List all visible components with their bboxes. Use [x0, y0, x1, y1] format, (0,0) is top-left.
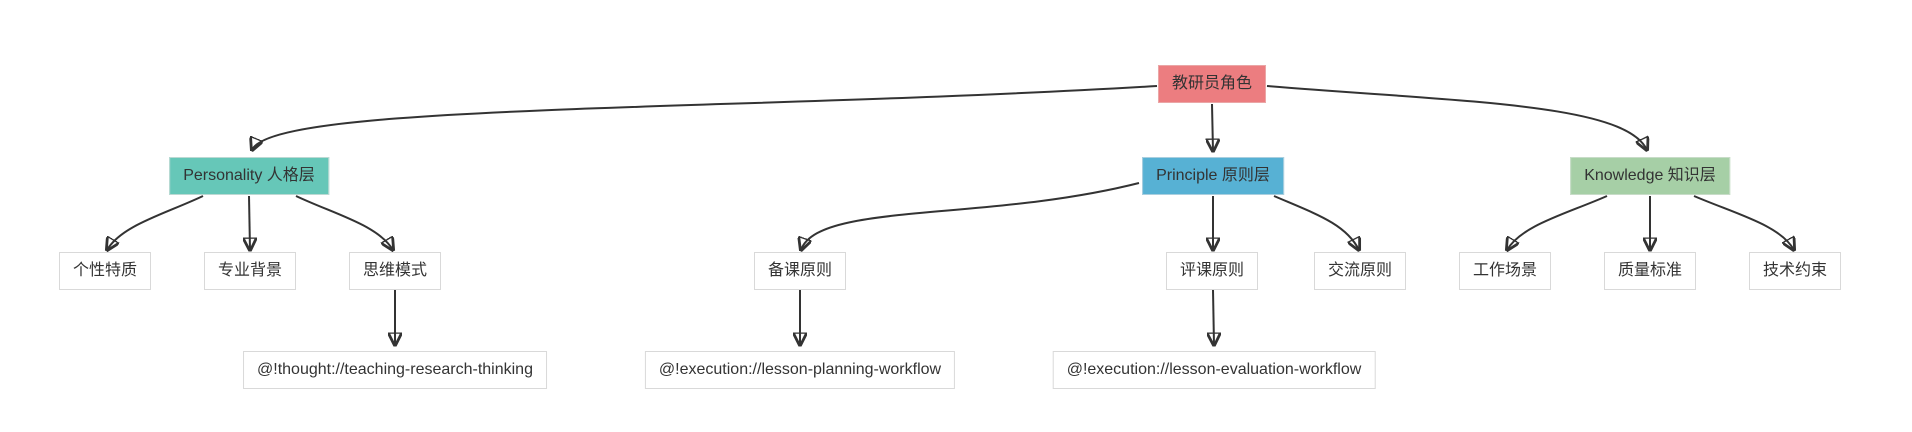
node-tech: 技术约束 — [1748, 252, 1842, 290]
node-thought-ref: @!thought://teaching-research-thinking — [243, 351, 547, 389]
edge-root-personality — [252, 85, 1158, 150]
node-work-scene: 工作场景 — [1458, 252, 1552, 290]
edge-personality-trait — [107, 195, 204, 250]
edge-lesson-eval-evaluation-ref — [1213, 289, 1214, 345]
edge-knowledge-tech — [1693, 195, 1794, 250]
node-lesson-prep: 备课原则 — [753, 252, 847, 290]
edge-personality-thinking — [295, 195, 393, 250]
node-evaluation-ref: @!execution://lesson-evaluation-workflow — [1052, 351, 1376, 389]
node-root: 教研员角色 — [1157, 65, 1267, 103]
edge-root-knowledge — [1266, 85, 1647, 150]
node-personality-layer: Personality 人格层 — [169, 157, 329, 195]
edge-principle-lesson-prep — [801, 182, 1140, 250]
node-thinking: 思维模式 — [348, 252, 442, 290]
node-background: 专业背景 — [203, 252, 297, 290]
node-quality: 质量标准 — [1603, 252, 1697, 290]
edge-principle-communication — [1273, 195, 1359, 250]
edge-personality-background — [249, 195, 250, 250]
node-knowledge-layer: Knowledge 知识层 — [1570, 157, 1730, 195]
node-communication: 交流原则 — [1313, 252, 1407, 290]
edge-knowledge-work-scene — [1507, 195, 1608, 250]
node-planning-ref: @!execution://lesson-planning-workflow — [644, 351, 956, 389]
edge-root-principle — [1212, 103, 1213, 151]
node-principle-layer: Principle 原则层 — [1142, 157, 1284, 195]
node-trait: 个性特质 — [58, 252, 152, 290]
node-lesson-eval: 评课原则 — [1165, 252, 1259, 290]
